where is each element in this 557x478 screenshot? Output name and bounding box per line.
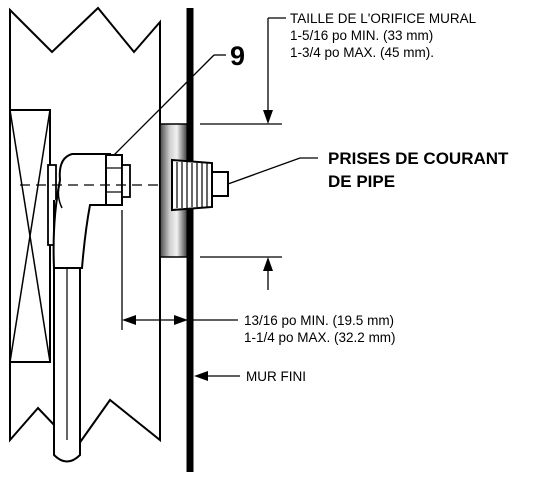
wall-opening-max: 1-3/4 po MAX. (45 mm). (290, 45, 434, 60)
callout-number: 9 (230, 41, 245, 71)
callout-9-leader (113, 54, 226, 156)
depth-max: 1-1/4 po MAX. (32.2 mm) (244, 330, 396, 345)
depth-min: 13/16 po MIN. (19.5 mm) (244, 313, 394, 328)
opening-dimension-top-arrow (263, 17, 286, 124)
pipe-plug-leader (227, 157, 301, 185)
junction-box (9, 109, 51, 363)
opening-dimension-bottom-arrow (263, 257, 273, 290)
pipe-plugs-line2: DE PIPE (328, 172, 395, 191)
wall-opening-title: TAILLE DE L'ORIFICE MURAL (290, 11, 477, 26)
depth-dimension (121, 210, 238, 330)
elbow-fitting (52, 153, 111, 269)
wall-opening-min: 1-5/16 po MIN. (33 mm) (290, 28, 433, 43)
finished-wall-label: MUR FINI (246, 369, 306, 384)
pipe-plug (171, 158, 229, 212)
finished-wall-arrow (194, 371, 240, 381)
hex-nut (105, 154, 131, 206)
pipe-plugs-line1: PRISES DE COURANT (328, 149, 509, 168)
